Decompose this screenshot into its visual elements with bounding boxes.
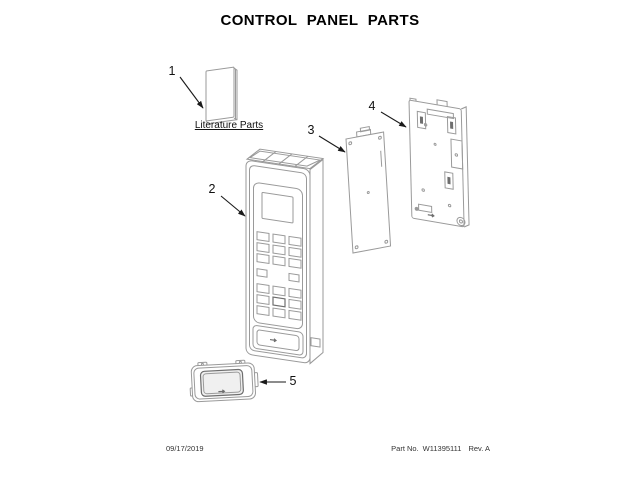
footer-part-number: W11395111 — [422, 444, 462, 453]
panel-keypad-overlay — [253, 182, 303, 330]
support-grommet-outer — [456, 216, 466, 227]
display-board-drawing — [345, 126, 392, 254]
callout-label-5: 5 — [289, 374, 297, 388]
panel-display-window — [261, 192, 294, 224]
support-holes — [421, 123, 459, 208]
literature-parts-label: Literature Parts — [194, 120, 264, 131]
footer-part-label: Part No. — [391, 444, 419, 453]
callout-label-3: 3 — [307, 123, 315, 137]
rear-support-panel-drawing — [408, 97, 470, 228]
support-right-opening — [450, 138, 464, 170]
control-panel-drawing — [245, 148, 325, 365]
latch-bottom-mark — [218, 389, 226, 394]
panel-top-segments — [262, 151, 309, 167]
panel-grip-recess — [252, 325, 304, 356]
callout-arrows — [179, 76, 407, 385]
panel-inner-frame — [249, 165, 307, 359]
booklet-cover — [205, 66, 235, 122]
callout-arrow-3 — [318, 135, 346, 153]
footer-date: 09/17/2019 — [166, 444, 204, 453]
footer-revision: Rev. A — [468, 444, 490, 453]
support-bottom-mark — [427, 213, 435, 218]
support-grommet-inner — [458, 219, 463, 224]
callout-arrow-2 — [220, 195, 246, 217]
callout-label-4: 4 — [368, 99, 376, 113]
panel-side-face — [309, 158, 324, 365]
callout-arrow-4 — [380, 111, 407, 128]
latch-window-inner — [202, 371, 242, 395]
support-depth-edge — [460, 106, 470, 228]
panel-grip-inner — [256, 329, 300, 352]
support-bottom-dot — [414, 206, 419, 211]
board-top-tab-2 — [359, 126, 370, 133]
literature-booklet-drawing — [205, 66, 238, 125]
support-slots — [416, 110, 457, 190]
callout-label-1: 1 — [168, 64, 176, 78]
latch-window-outer — [199, 368, 244, 397]
panel-top-rim — [248, 150, 322, 167]
board-mounting-holes — [348, 135, 389, 250]
footer-part-info: Part No.W11395111 Rev. A — [391, 444, 490, 453]
door-latch-drawing — [189, 359, 259, 403]
board-center-hole — [366, 190, 370, 195]
support-top-bar — [426, 108, 454, 120]
panel-grip-mark — [270, 338, 277, 343]
callout-arrow-1 — [179, 76, 204, 109]
support-bottom-bracket — [418, 203, 433, 214]
latch-inner-rim — [193, 365, 254, 400]
panel-side-tab — [310, 337, 321, 348]
panel-keypad-buttons — [256, 231, 302, 321]
callout-label-2: 2 — [208, 182, 216, 196]
board-body — [345, 131, 392, 254]
board-connector-line — [380, 150, 383, 167]
page-title: CONTROL PANEL PARTS — [220, 12, 420, 29]
